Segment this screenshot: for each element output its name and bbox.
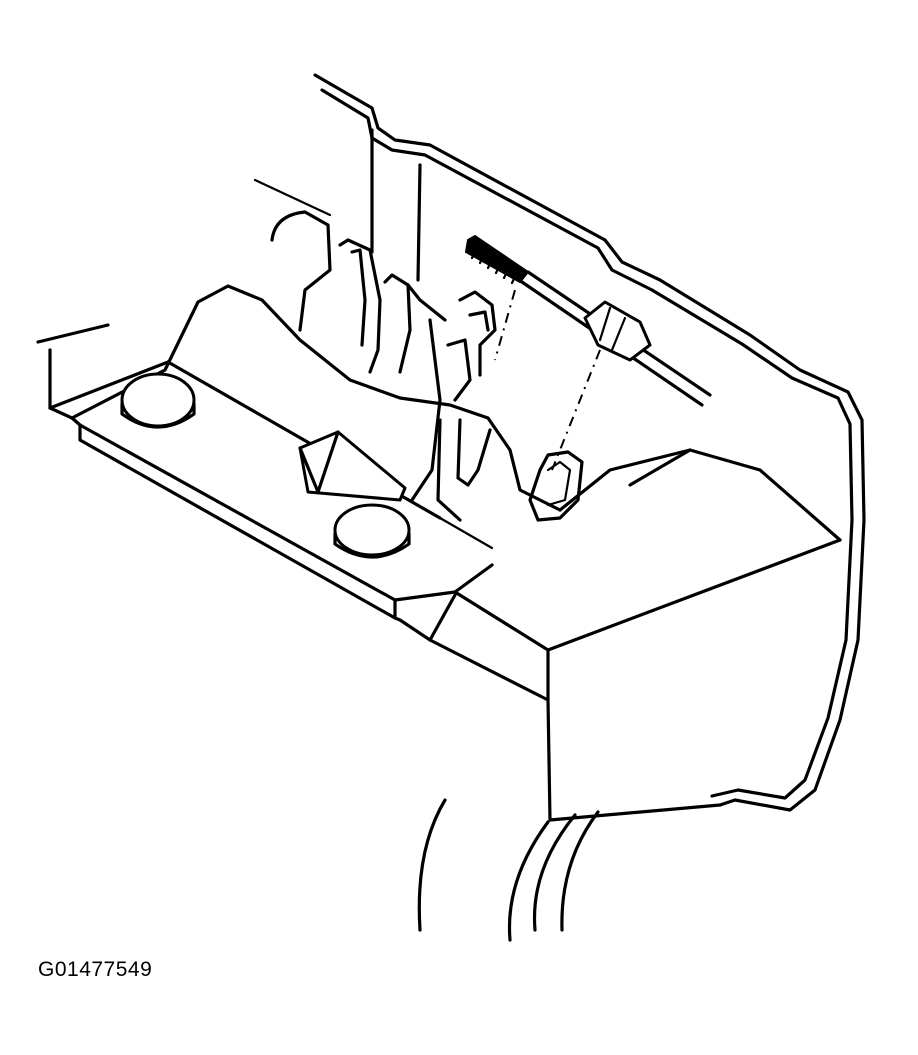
latch-base-plate: [70, 284, 562, 622]
left-support: [36, 323, 170, 420]
diamond-marker: [298, 430, 407, 502]
release-cable: [464, 234, 712, 471]
back-wall: [253, 128, 422, 282]
bolt-heads: [120, 372, 411, 559]
figure-id-label: G01477549: [38, 958, 153, 981]
bolt-right: [333, 503, 411, 559]
front-housing: [398, 448, 842, 822]
cable-retainer-bushing: [583, 300, 652, 362]
lower-fender-curves: [417, 798, 600, 942]
latch-mechanism: [270, 210, 584, 522]
body-panel-outline: [313, 73, 866, 812]
bolt-left: [120, 372, 196, 429]
cable-spring: [464, 234, 530, 285]
